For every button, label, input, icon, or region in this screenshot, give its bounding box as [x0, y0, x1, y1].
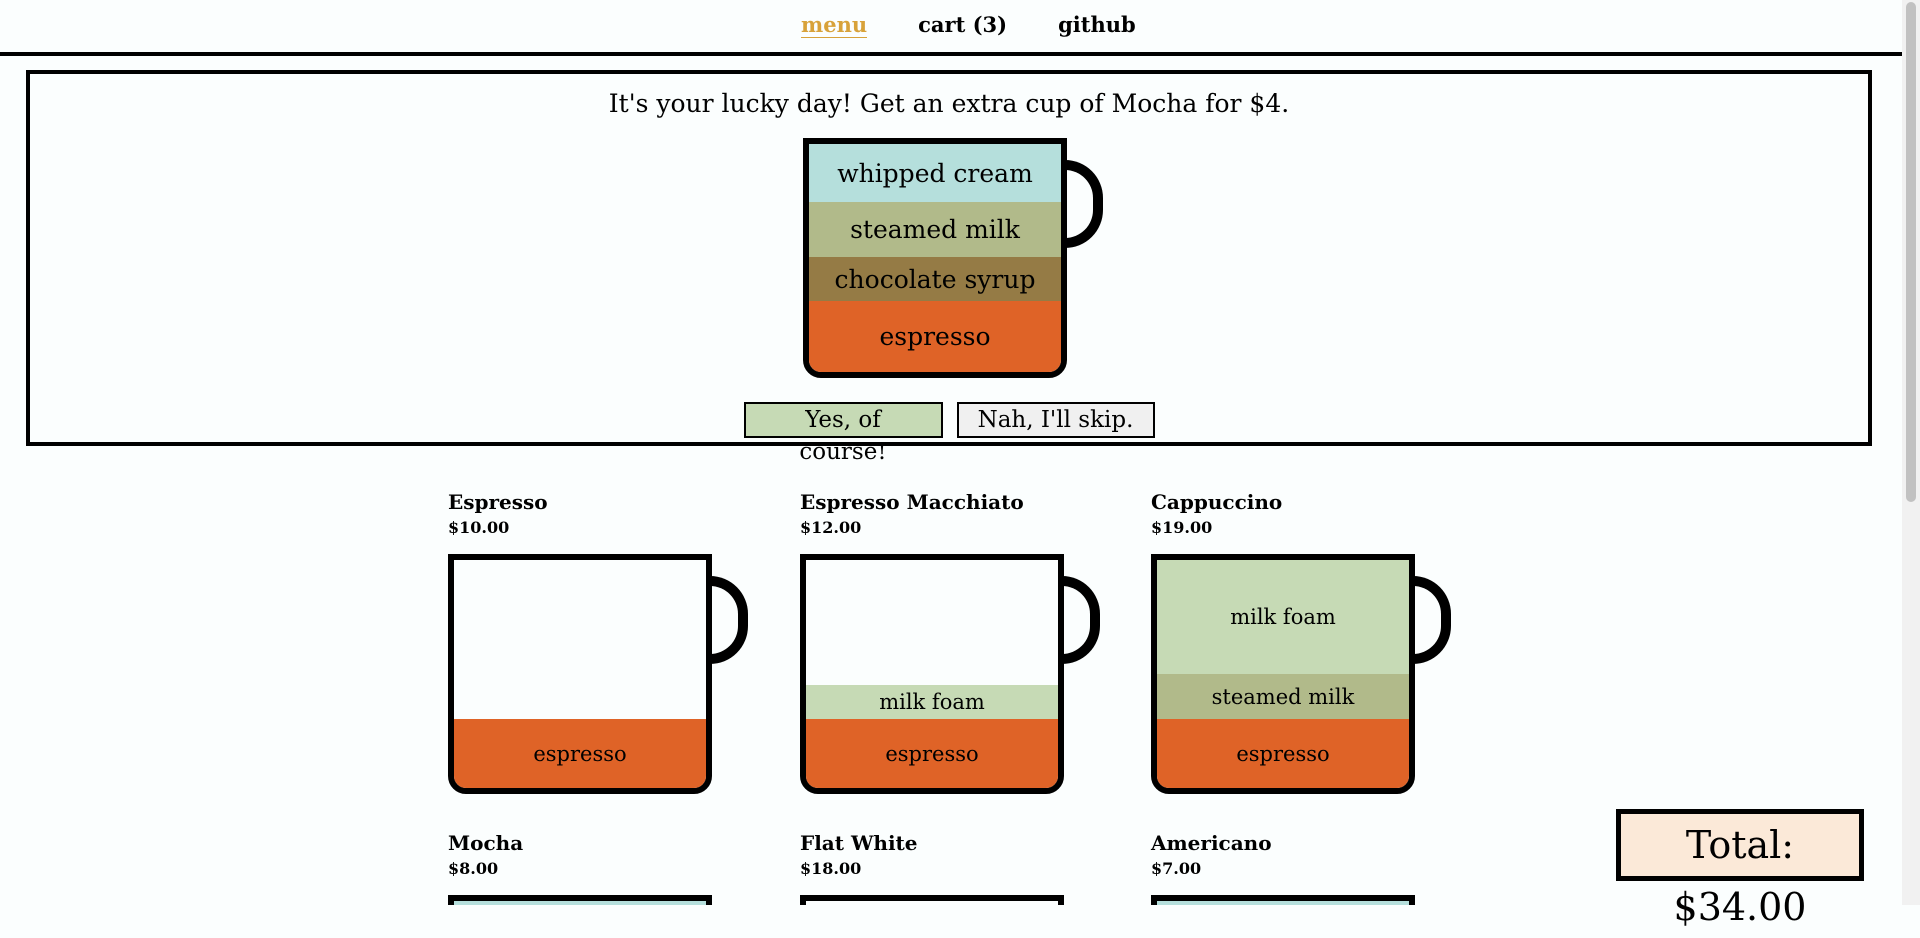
cup-body: [800, 895, 1064, 905]
layer-milk-foam: milk foam: [1157, 560, 1409, 674]
product-name: Cappuccino: [1151, 490, 1283, 514]
scrollbar-thumb[interactable]: [1906, 2, 1916, 502]
cup-body: [448, 895, 712, 905]
promo-message: It's your lucky day! Get an extra cup of…: [608, 89, 1290, 118]
layer-espresso: espresso: [1157, 719, 1409, 788]
skip-offer-button[interactable]: Nah, I'll skip.: [956, 402, 1155, 438]
layer-steamed-milk: steamed milk: [809, 202, 1061, 257]
product-card[interactable]: Americano $7.00: [1151, 831, 1415, 905]
nav-links: menu cart (3) github: [801, 12, 1136, 38]
cup-handle: [704, 576, 748, 664]
promo-buttons: Yes, of course! Nah, I'll skip.: [30, 402, 1868, 465]
product-name: Mocha: [448, 831, 524, 855]
product-card[interactable]: Cappuccino $19.00 milk foam steamed milk…: [1151, 490, 1451, 794]
product-price: $19.00: [1151, 518, 1213, 537]
cup-body: milk foam steamed milk espresso: [1151, 554, 1415, 794]
product-card[interactable]: Espresso Macchiato $12.00 milk foam espr…: [800, 490, 1100, 794]
product-price: $12.00: [800, 518, 862, 537]
product-card[interactable]: Espresso $10.00 espresso: [448, 490, 748, 794]
product-price: $10.00: [448, 518, 510, 537]
cup-body: whipped cream steamed milk chocolate syr…: [803, 138, 1067, 378]
product-card[interactable]: Mocha $8.00: [448, 831, 712, 905]
cup-handle: [1056, 576, 1100, 664]
layer-whipped-cream: whipped cream: [809, 144, 1061, 202]
layer-steamed-milk: steamed milk: [1157, 674, 1409, 719]
layer-espresso: espresso: [806, 719, 1058, 788]
cup-body: espresso: [448, 554, 712, 794]
product-name: Espresso: [448, 490, 548, 514]
product-name: Flat White: [800, 831, 918, 855]
product-price: $18.00: [800, 859, 862, 878]
cup-handle: [1407, 576, 1451, 664]
product-price: $7.00: [1151, 859, 1202, 878]
cup-body: [1151, 895, 1415, 905]
top-nav: menu cart (3) github: [0, 0, 1902, 56]
cart-total: Total: $34.00: [1616, 809, 1864, 929]
accept-offer-button[interactable]: Yes, of course!: [743, 402, 943, 465]
cup-handle: [1059, 160, 1103, 248]
nav-github-link[interactable]: github: [1058, 12, 1136, 37]
nav-cart-link[interactable]: cart (3): [918, 12, 1008, 37]
product-price: $8.00: [448, 859, 499, 878]
product-name: Espresso Macchiato: [800, 490, 1024, 514]
layer-milk-foam: milk foam: [806, 685, 1058, 719]
page-scrollbar[interactable]: [1902, 0, 1920, 905]
layer-espresso: espresso: [454, 719, 706, 788]
promo-banner: It's your lucky day! Get an extra cup of…: [26, 70, 1872, 465]
layer-espresso: espresso: [809, 301, 1061, 372]
product-name: Americano: [1151, 831, 1272, 855]
nav-menu-link[interactable]: menu: [801, 12, 868, 38]
cup-body: milk foam espresso: [800, 554, 1064, 794]
layer-chocolate-syrup: chocolate syrup: [809, 257, 1061, 301]
product-card[interactable]: Flat White $18.00: [800, 831, 1064, 905]
